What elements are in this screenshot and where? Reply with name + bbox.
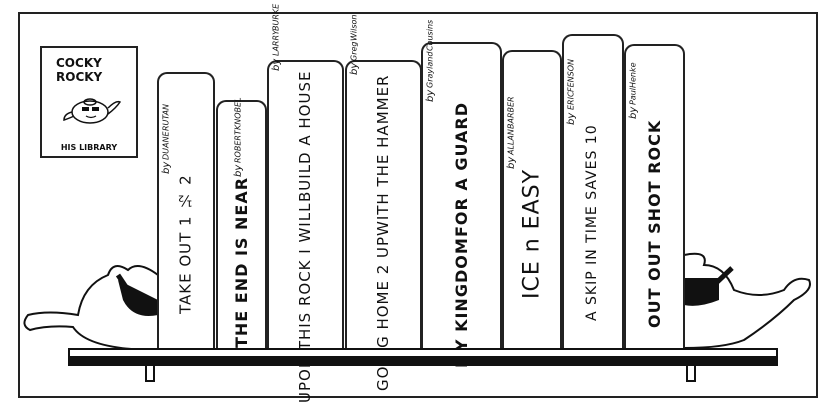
author-name: ROBERT <box>233 130 243 164</box>
author-name: Greg <box>349 41 359 61</box>
cartoon-frame <box>18 12 818 398</box>
book-title: FOR A GUARD <box>451 102 471 238</box>
author-name: LARRY <box>271 30 281 57</box>
by-label: by <box>161 161 172 175</box>
by-label: by <box>349 62 360 75</box>
plaque-title-2: ROCKY <box>56 70 103 84</box>
book-title: ICE n EASY <box>519 169 545 300</box>
by-label: by <box>506 157 517 170</box>
rock-character-right <box>684 252 811 349</box>
author-name: Henke <box>628 62 638 89</box>
author-name: ALLAN <box>506 129 516 156</box>
by-label: by <box>628 107 639 120</box>
plaque-caption: HIS LIBRARY <box>60 143 118 152</box>
author-name: Cousins <box>425 20 435 52</box>
author-name: Paul <box>628 88 638 106</box>
author-name: Grayland <box>425 51 435 88</box>
book-title: TAKE OUT 1 ½ 2 <box>176 174 195 314</box>
author-name: Wilson <box>349 14 359 42</box>
book-title: GOING HOME 2 UP <box>373 236 392 392</box>
shelf-bracket-left <box>145 366 155 382</box>
book-title: WITH THE HAMMER <box>373 74 392 237</box>
author-name: KNOBEL <box>233 97 243 131</box>
author-name: BURKE <box>271 3 281 31</box>
author-name: ERIC <box>566 91 576 111</box>
book-title: UPON THIS ROCK I WILL <box>295 202 314 403</box>
by-label: by <box>233 165 244 178</box>
book-title: OUT OUT SHOT ROCK <box>644 119 664 328</box>
by-label: by <box>425 89 436 103</box>
by-label: by <box>271 58 282 71</box>
plaque-title-1: COCKY <box>56 56 102 70</box>
book-title: THE END IS NEAR <box>231 177 251 349</box>
book-title: BUILD A HOUSE <box>295 70 314 203</box>
bookshelf <box>68 348 778 366</box>
author-name: RUTAN <box>161 104 171 132</box>
author-name: BARBER <box>506 96 516 130</box>
book-title: A SKIP IN TIME SAVES 10 <box>584 124 601 322</box>
shelf-bracket-right <box>686 366 696 382</box>
author-name: FENSON <box>566 58 576 92</box>
rock-character-left <box>23 265 159 351</box>
author-name: DUANE <box>161 131 171 160</box>
rock-mascot-icon <box>63 98 122 124</box>
by-label: by <box>566 112 577 125</box>
